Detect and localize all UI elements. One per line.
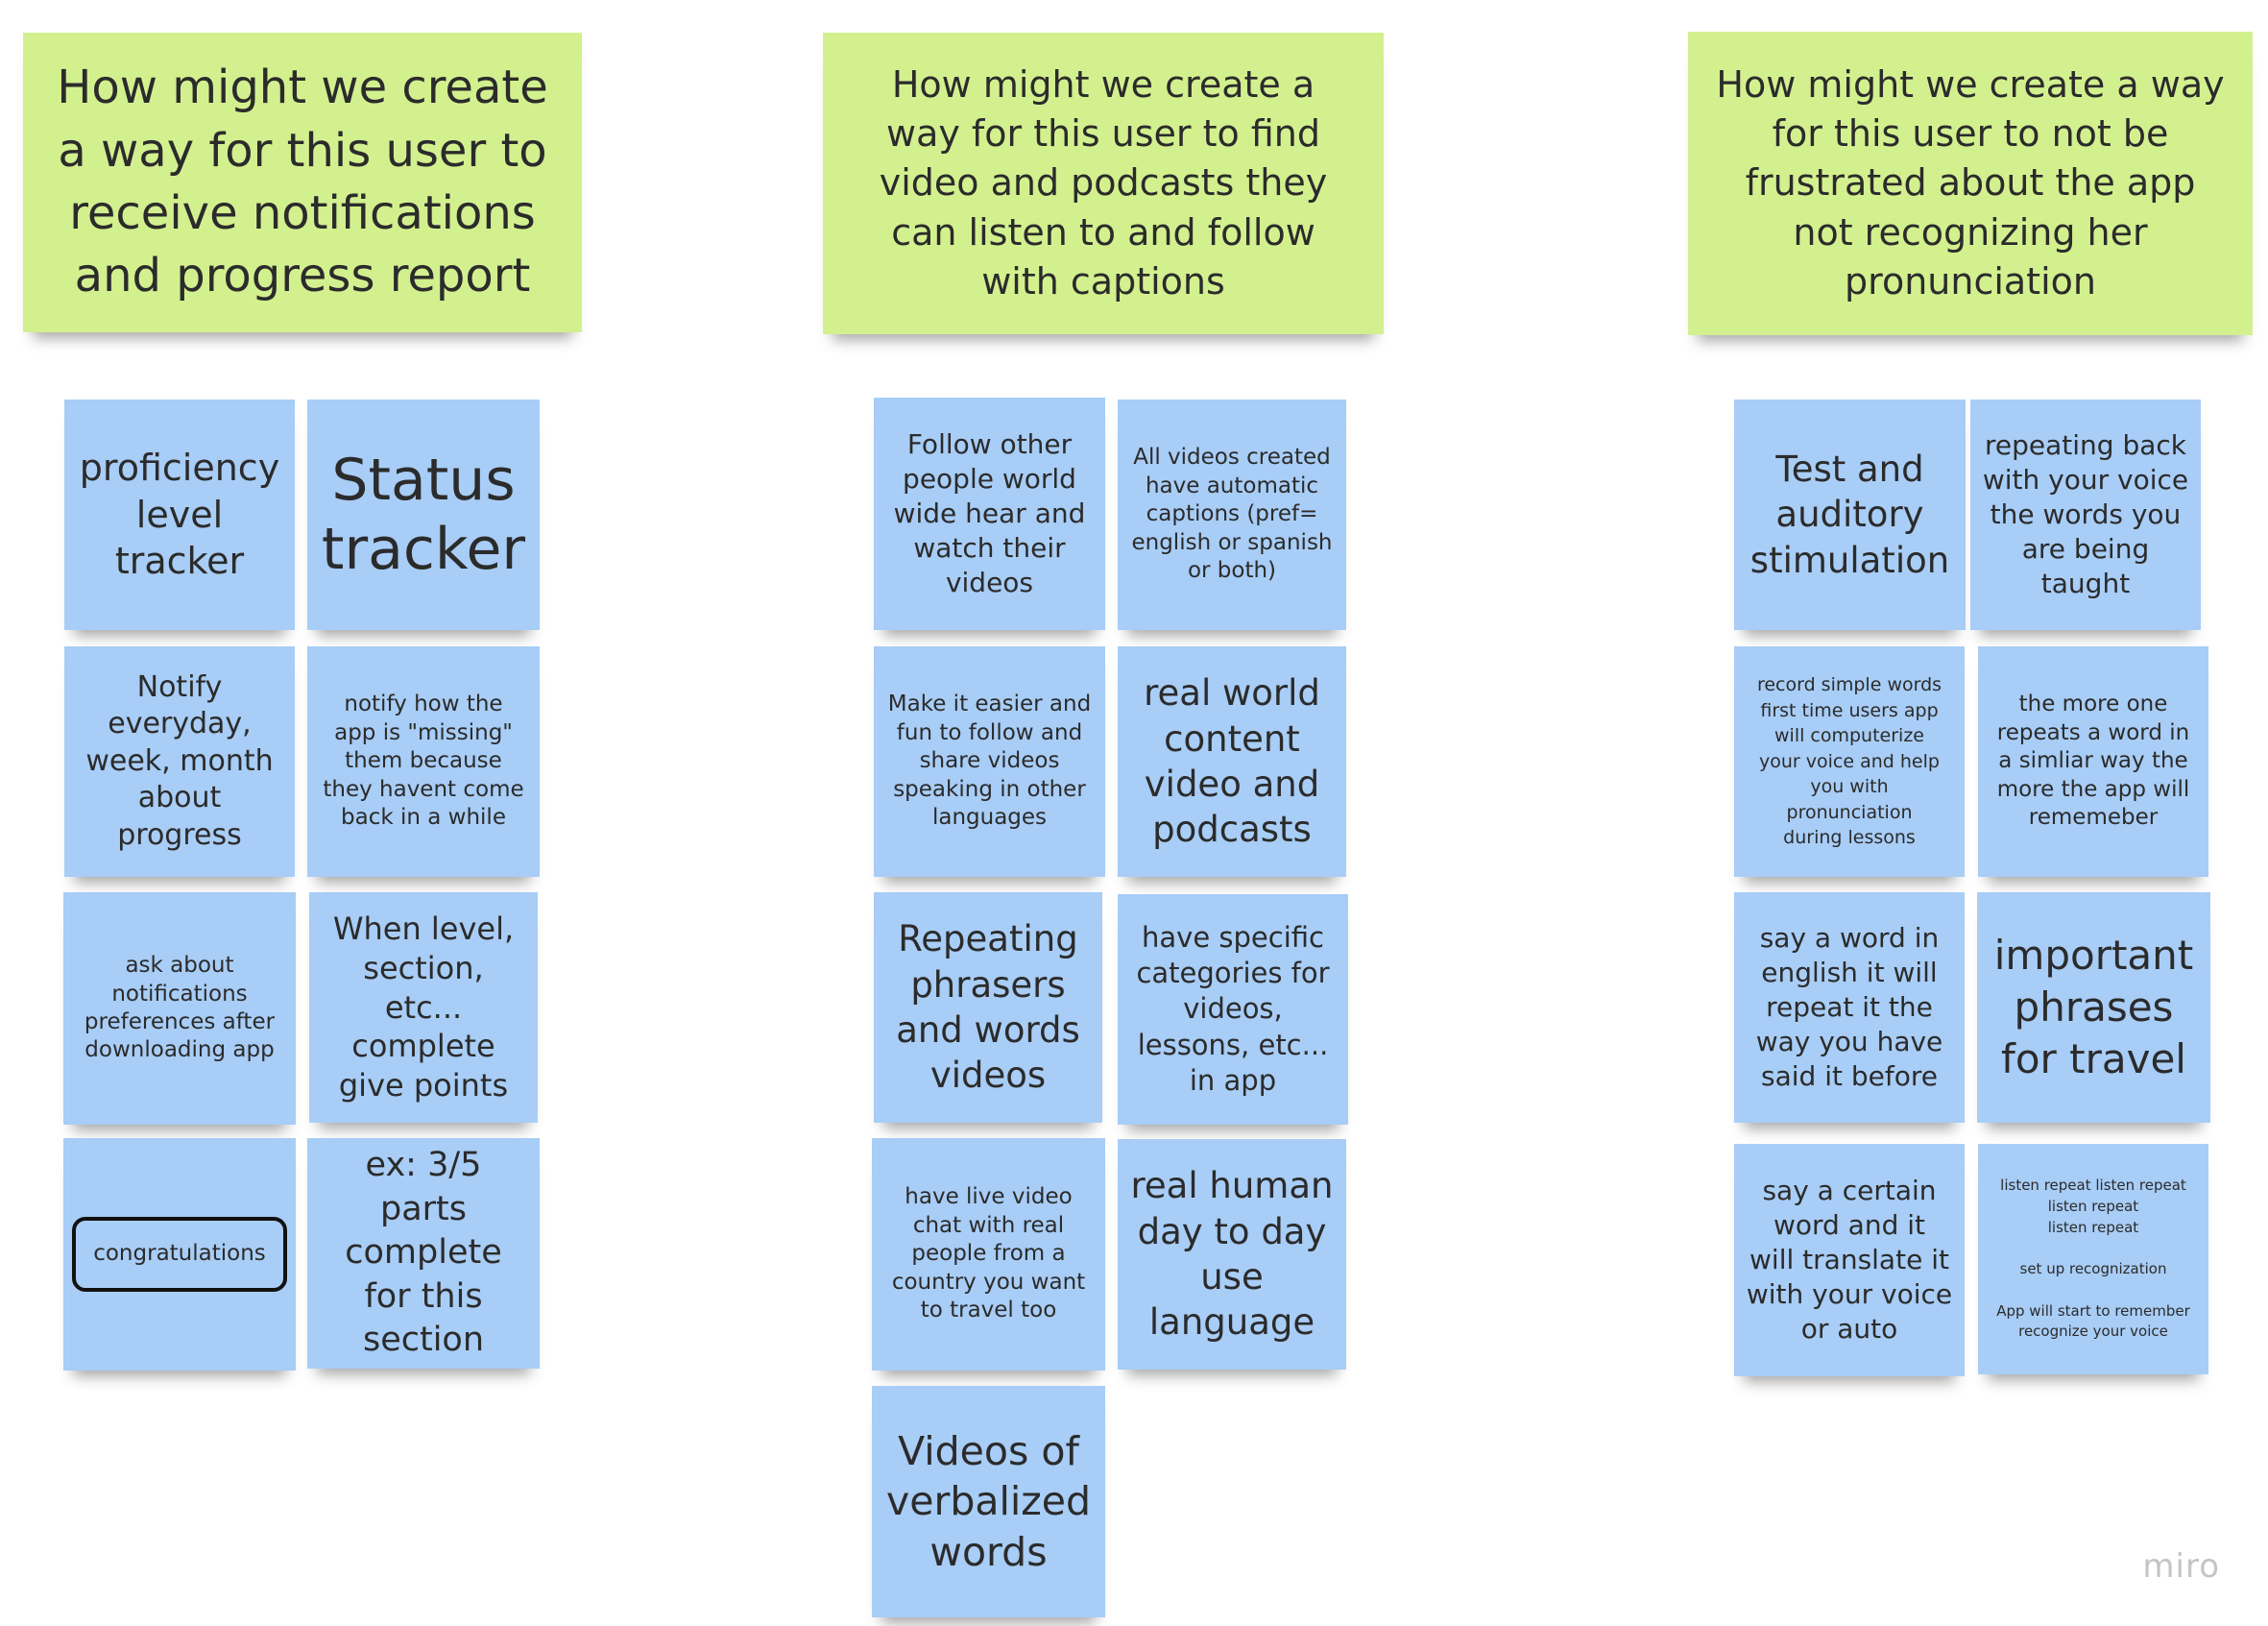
header-sticky-videos[interactable]: How might we create a way for this user …	[823, 33, 1384, 334]
sticky-note-text: record simple words first time users app…	[1756, 673, 1942, 849]
sticky-note-text: ask about notifications preferences afte…	[84, 953, 276, 1063]
sticky-note[interactable]: say a certain word and it will translate…	[1734, 1144, 1965, 1376]
sticky-note-text: Status tracker	[321, 447, 526, 583]
sticky-note-text: Follow other people world wide hear and …	[893, 428, 1086, 598]
sticky-note[interactable]: say a word in english it will repeat it …	[1734, 892, 1965, 1123]
sticky-note-text: All videos created have automatic captio…	[1131, 445, 1333, 584]
sticky-note-text: Repeating phrasers and words videos	[896, 918, 1080, 1097]
sticky-note-text: real human day to day use language	[1130, 1165, 1334, 1344]
header-text: How might we create a way for this user …	[57, 61, 548, 303]
sticky-note[interactable]: proficiency level tracker	[64, 400, 295, 630]
sticky-note-text: ex: 3/5 parts complete for this section	[345, 1146, 502, 1360]
sticky-note[interactable]: Make it easier and fun to follow and sha…	[874, 646, 1105, 877]
sticky-note[interactable]: the more one repeats a word in a simliar…	[1978, 646, 2208, 877]
sticky-note[interactable]: repeating back with your voice the words…	[1970, 400, 2201, 630]
sticky-note[interactable]: All videos created have automatic captio…	[1118, 400, 1346, 630]
sticky-note-text: have specific categories for videos, les…	[1136, 921, 1330, 1097]
sticky-note[interactable]: notify how the app is "missing" them bec…	[307, 646, 540, 877]
sticky-note-text: When level, section, etc... complete giv…	[332, 910, 515, 1104]
sticky-note-text: the more one repeats a word in a simliar…	[1996, 692, 2190, 831]
sticky-note-text: Videos of verbalized words	[885, 1427, 1092, 1575]
sticky-note-text: Test and auditory stimulation	[1749, 448, 1950, 581]
sticky-note[interactable]: important phrases for travel	[1977, 892, 2210, 1123]
sticky-note[interactable]: Status tracker	[307, 400, 540, 630]
header-sticky-notifications[interactable]: How might we create a way for this user …	[23, 33, 582, 332]
sticky-note[interactable]: Test and auditory stimulation	[1734, 400, 1966, 630]
sticky-note[interactable]: ask about notifications preferences afte…	[63, 892, 296, 1125]
sticky-note-text: proficiency level tracker	[79, 447, 280, 583]
sticky-note[interactable]: Videos of verbalized words	[872, 1386, 1105, 1617]
sticky-note[interactable]: listen repeat listen repeat listen repea…	[1978, 1144, 2208, 1374]
sticky-note[interactable]: record simple words first time users app…	[1734, 646, 1965, 877]
sticky-note-text: repeating back with your voice the words…	[1982, 429, 2189, 599]
sticky-note[interactable]: Notify everyday, week, month about progr…	[64, 646, 295, 877]
sticky-note-text: say a certain word and it will translate…	[1746, 1175, 1953, 1345]
sticky-note[interactable]: real human day to day use language	[1118, 1139, 1346, 1370]
sticky-note[interactable]: have live video chat with real people fr…	[872, 1138, 1105, 1371]
miro-logo: miro	[2142, 1547, 2220, 1586]
sticky-note-text: notify how the app is "missing" them bec…	[323, 692, 524, 831]
congratulations-badge: congratulations	[72, 1217, 287, 1292]
sticky-note-text: listen repeat listen repeat listen repea…	[1996, 1177, 2190, 1341]
sticky-note-text: Make it easier and fun to follow and sha…	[887, 692, 1092, 831]
header-text: How might we create a way for this user …	[879, 62, 1328, 303]
sticky-note[interactable]: Follow other people world wide hear and …	[874, 398, 1105, 630]
sticky-note[interactable]: congratulations	[63, 1138, 296, 1371]
sticky-note-text: real world content video and podcasts	[1144, 672, 1320, 851]
sticky-note-text: important phrases for travel	[1993, 932, 2194, 1082]
sticky-note-text: say a word in english it will repeat it …	[1755, 922, 1943, 1092]
sticky-note[interactable]: Repeating phrasers and words videos	[874, 892, 1102, 1123]
sticky-note-text: have live video chat with real people fr…	[891, 1184, 1086, 1323]
header-sticky-pronunciation[interactable]: How might we create a way for this user …	[1688, 32, 2253, 335]
sticky-note-text: Notify everyday, week, month about progr…	[85, 670, 274, 852]
sticky-note[interactable]: have specific categories for videos, les…	[1118, 894, 1348, 1125]
sticky-note[interactable]: ex: 3/5 parts complete for this section	[307, 1138, 540, 1369]
sticky-note[interactable]: When level, section, etc... complete giv…	[309, 892, 538, 1123]
header-text: How might we create a way for this user …	[1716, 62, 2225, 303]
sticky-note[interactable]: real world content video and podcasts	[1118, 646, 1346, 877]
